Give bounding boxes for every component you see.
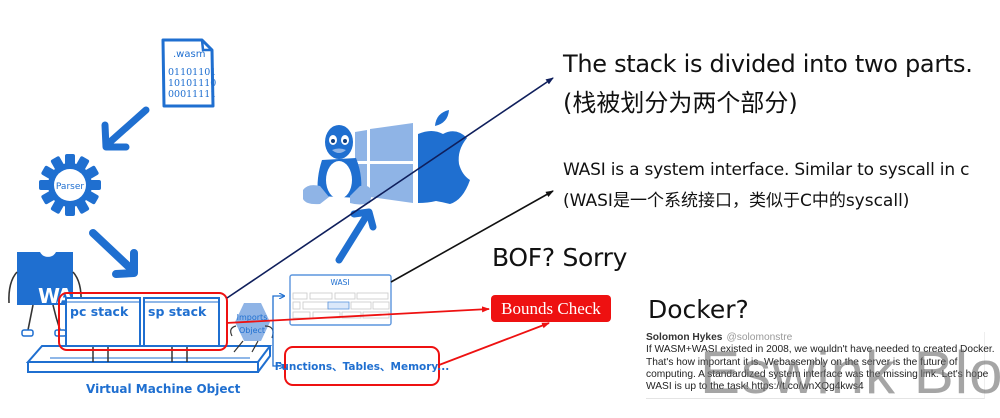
- wasi-box: WASI: [289, 274, 392, 326]
- wasm-file-icon: .wasm 01101101 10101110 00011111: [161, 38, 216, 108]
- stack-annotation-zh: (栈被划分为两个部分): [563, 89, 798, 117]
- arrow-parser-to-vm-icon: [89, 229, 138, 278]
- wasi-annotation-zh: (WASI是一个系统接口，类似于C中的syscall): [563, 191, 910, 211]
- bounds-check-badge: Bounds Check: [491, 295, 611, 322]
- stack-bounds-arrow: [225, 306, 490, 324]
- bof-annotation: BOF? Sorry: [492, 243, 628, 272]
- wasm-binary-line: 00011111: [168, 89, 216, 100]
- apple-logo-icon: [418, 110, 470, 204]
- stack-annotation-arrow: [226, 77, 554, 299]
- wasi-annotation-arrow: [390, 190, 554, 283]
- tweet-card: Solomon Hykes@solomonstre If WASM+WASI e…: [646, 332, 995, 399]
- tweet-text-line: That's how important it is. Webassembly …: [646, 356, 958, 368]
- watermark: Eswink Blog: [700, 339, 1000, 406]
- sp-stack-box: sp stack: [143, 297, 220, 347]
- tweet-text-line: WASI is up to the task! https://t.co/wnX…: [646, 381, 864, 393]
- wasi-annotation-en: WASI is a system interface. Similar to s…: [563, 160, 970, 180]
- wasm-extension: .wasm: [173, 49, 205, 60]
- stack-annotation-en: The stack is divided into two parts.: [563, 50, 973, 78]
- pc-stack-label: pc stack: [70, 304, 129, 319]
- functions-label: Functions、Tables、Memory...: [275, 361, 450, 373]
- tweet-author: Solomon Hykes: [646, 332, 723, 343]
- docker-annotation: Docker?: [648, 295, 749, 324]
- wasm-binary-line: 01101101: [168, 67, 216, 78]
- wasi-box-title: WASI: [330, 278, 349, 287]
- tweet-handle: @solomonstre: [726, 332, 793, 343]
- vm-connector-icon: [272, 296, 284, 366]
- imports-label: Imports: [237, 313, 268, 322]
- parser-label: Parser: [56, 182, 84, 192]
- pc-stack-box: pc stack: [65, 297, 141, 347]
- vm-title: Virtual Machine Object: [86, 382, 241, 396]
- wasm-logo-character-icon: WA: [8, 252, 82, 337]
- imports-object-hexagon: Imports Object: [230, 303, 274, 353]
- object-label: Object: [239, 326, 265, 335]
- parser-gear-icon: Parser: [39, 154, 101, 216]
- tweet-text-line: If WASM+WASI existed in 2008, we wouldn'…: [646, 344, 995, 356]
- stack-highlight-box: [58, 292, 228, 351]
- functions-bounds-arrow: [438, 322, 550, 366]
- sp-stack-label: sp stack: [148, 304, 207, 319]
- arrow-wasi-to-os-icon: [335, 208, 377, 264]
- arrow-file-to-parser-icon: [101, 106, 150, 151]
- tweet-text-line: computing. A standardized system interfa…: [646, 368, 989, 380]
- linux-tux-icon: [303, 125, 372, 205]
- functions-box: Functions、Tables、Memory...: [275, 346, 450, 386]
- wasm-binary-line: 10101110: [168, 78, 216, 89]
